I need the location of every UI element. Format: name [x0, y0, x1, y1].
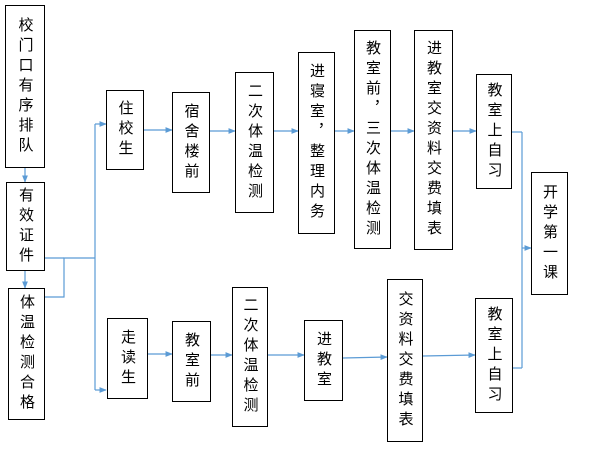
node-second-temp-boarder-label: 二次体温检测: [246, 82, 264, 203]
node-queue: 校门口有序排队: [5, 5, 45, 168]
node-day-student-label: 走读生: [119, 328, 137, 389]
node-enter-dorm-label: 进寝室，整理内务: [308, 63, 326, 223]
node-enter-dorm: 进寝室，整理内务: [298, 52, 335, 234]
node-day-student: 走读生: [107, 318, 148, 399]
node-boarder-label: 住校生: [116, 100, 135, 160]
node-enter-class-boarder: 进教室交资料交费填表: [414, 30, 453, 250]
node-second-temp-boarder: 二次体温检测: [235, 72, 274, 213]
node-dorm-front: 宿舍楼前: [172, 92, 210, 193]
node-first-lesson: 开学第一课: [531, 172, 568, 295]
connector-temp-to-split: [45, 257, 95, 298]
node-id-check: 有效证件: [6, 182, 45, 271]
node-third-temp-label: 教室前，三次体温检测: [364, 39, 382, 240]
node-second-temp-day-label: 二次体温检测: [241, 297, 260, 417]
node-submit-day-label: 交资料交费填表: [396, 290, 415, 431]
node-id-check-label: 有效证件: [17, 186, 35, 267]
node-classroom-front: 教室前: [172, 321, 211, 402]
node-enter-class-day-label: 进教室: [315, 330, 333, 391]
node-self-study-boarder-label: 教室上自习: [485, 81, 504, 182]
node-classroom-front-label: 教室前: [183, 331, 201, 392]
node-second-temp-day: 二次体温检测: [232, 287, 268, 427]
node-dorm-front-label: 宿舍楼前: [182, 102, 201, 183]
node-third-temp: 教室前，三次体温检测: [354, 30, 391, 249]
node-self-study-day: 教室上自习: [475, 298, 513, 413]
node-self-study-day-label: 教室上自习: [485, 305, 504, 406]
node-self-study-boarder: 教室上自习: [476, 74, 512, 189]
node-enter-class-boarder-label: 进教室交资料交费填表: [425, 40, 443, 240]
node-boarder: 住校生: [106, 90, 144, 170]
node-enter-class-day: 进教室: [304, 320, 343, 401]
arrow-submit-to-study: [422, 352, 476, 359]
node-first-lesson-label: 开学第一课: [541, 183, 559, 284]
arrow-class-to-submit: [342, 354, 388, 361]
node-temp-ok-label: 体温检测合格: [18, 294, 36, 414]
node-queue-label: 校门口有序排队: [16, 16, 35, 157]
node-submit-day: 交资料交费填表: [387, 279, 423, 442]
node-temp-ok: 体温检测合格: [8, 288, 45, 420]
